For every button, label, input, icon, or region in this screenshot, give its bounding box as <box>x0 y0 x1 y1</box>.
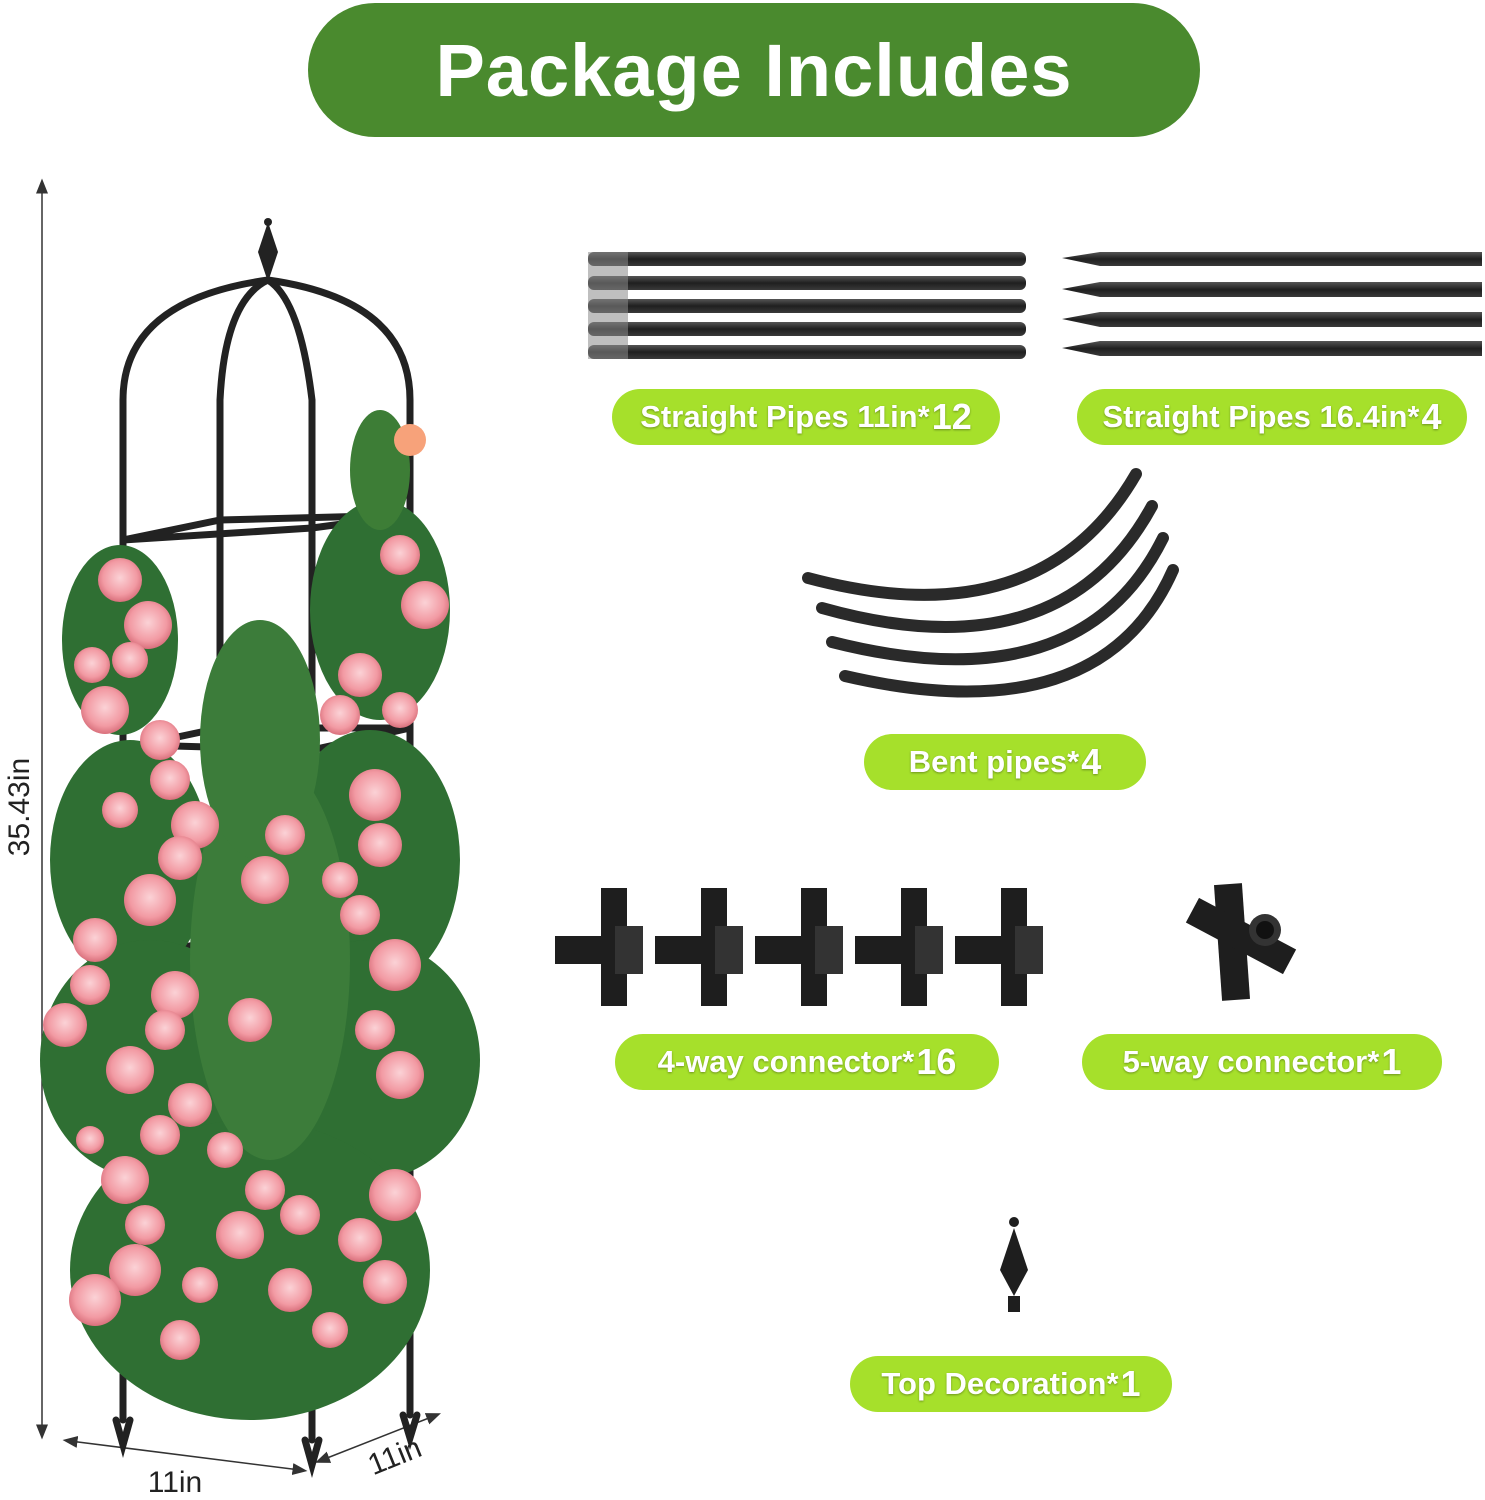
part-label-top-decoration: Top Decoration*1 <box>850 1356 1172 1412</box>
part-quantity: 4 <box>1081 741 1102 782</box>
part-name: 4-way connector* <box>657 1044 915 1079</box>
part-quantity: 12 <box>931 396 972 437</box>
width-dimension-label: 11in <box>147 1466 203 1499</box>
four-way-connector-icon <box>555 888 1043 1006</box>
title-banner: Package Includes <box>308 3 1200 137</box>
part-name: Bent pipes* <box>908 744 1080 779</box>
part-quantity: 1 <box>1381 1041 1402 1082</box>
width-dimension-line <box>62 1435 308 1476</box>
part-label-straight-pipes-11in: Straight Pipes 11in*12 <box>612 389 1000 445</box>
trellis-finial-icon <box>258 218 278 282</box>
top-decoration-icon <box>1000 1217 1028 1312</box>
part-name: Top Decoration* <box>881 1366 1119 1401</box>
straight-pipe-11in-icon <box>588 252 1026 359</box>
part-quantity: 16 <box>916 1041 957 1082</box>
bent-pipe-icon <box>802 468 1179 698</box>
part-label-straight-pipes-16in: Straight Pipes 16.4in*4 <box>1077 389 1467 445</box>
five-way-connector-icon <box>1185 883 1297 1001</box>
part-label-bent-pipes: Bent pipes* 4 <box>864 734 1146 790</box>
part-label-four-way-connector: 4-way connector* 16 <box>615 1034 999 1090</box>
part-name: Straight Pipes 16.4in* <box>1102 399 1420 434</box>
part-name: 5-way connector* <box>1122 1044 1380 1079</box>
rose-blooms <box>43 424 449 1360</box>
straight-pipe-16in-icon <box>1062 252 1482 356</box>
part-label-five-way-connector: 5-way connector*1 <box>1082 1034 1442 1090</box>
height-dimension-label: 35.43in <box>3 757 36 857</box>
part-quantity: 4 <box>1421 396 1442 437</box>
part-quantity: 1 <box>1120 1363 1141 1404</box>
part-name: Straight Pipes 11in* <box>640 399 930 434</box>
page-title: Package Includes <box>435 28 1073 112</box>
